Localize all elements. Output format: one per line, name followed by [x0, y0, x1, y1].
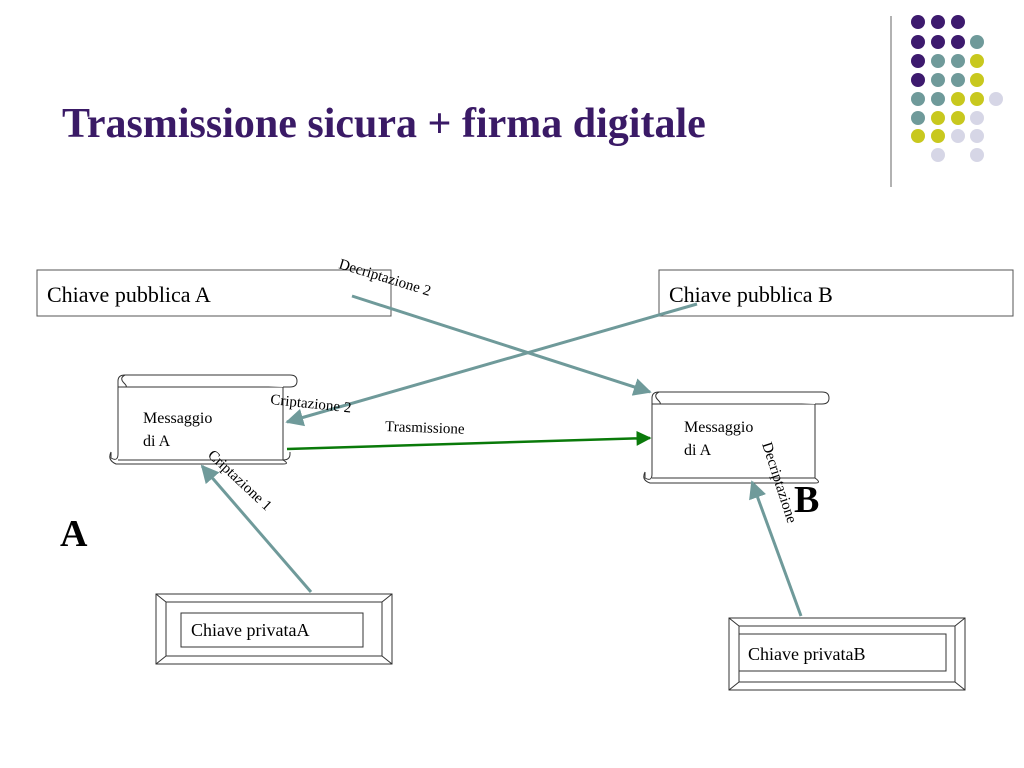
public-key-a-box: Chiave pubblica A	[36, 269, 392, 317]
slide-title: Trasmissione sicura + firma digitale	[62, 101, 706, 147]
message-a-line2: di A	[143, 433, 171, 450]
decorative-dot	[951, 54, 965, 68]
arrow-transmission	[286, 430, 652, 451]
party-b-letter: B	[794, 479, 819, 521]
arrow-decrypt-2	[351, 294, 652, 396]
message-scroll-a: Messaggio di A	[109, 374, 298, 465]
public-key-b-box: Chiave pubblica B	[658, 269, 1014, 317]
decorative-dot	[911, 54, 925, 68]
decorative-dot	[951, 15, 965, 29]
decorative-dot	[970, 148, 984, 162]
decorative-dot	[911, 73, 925, 87]
party-a-letter: A	[60, 513, 88, 555]
decorative-dot	[931, 148, 945, 162]
decorative-dot	[989, 92, 1003, 106]
decorative-dot	[951, 73, 965, 87]
decorative-dot	[970, 92, 984, 106]
decorative-dot	[970, 129, 984, 143]
decorative-dot	[931, 129, 945, 143]
decorative-dot	[951, 111, 965, 125]
arrow-encrypt-1	[200, 464, 313, 593]
decorative-dot	[911, 15, 925, 29]
decorative-dot	[911, 129, 925, 143]
label-transmission: Trasmissione	[385, 419, 465, 438]
message-scroll-b: Messaggio di A	[643, 391, 830, 484]
label-encrypt-2: Criptazione 2	[270, 392, 352, 416]
decorative-dot	[931, 54, 945, 68]
decorative-dot	[951, 35, 965, 49]
decorative-dot	[931, 73, 945, 87]
decorative-dot	[911, 92, 925, 106]
decorative-dot	[970, 54, 984, 68]
decorative-dot	[951, 92, 965, 106]
public-key-a-label: Chiave pubblica A	[47, 282, 211, 307]
decorative-dot	[970, 73, 984, 87]
private-key-b-label: Chiave privataB	[748, 644, 865, 664]
decorative-dot	[911, 35, 925, 49]
message-b-line2: di A	[684, 442, 712, 459]
decorative-dot	[911, 111, 925, 125]
private-key-a-label: Chiave privataA	[191, 620, 309, 640]
arrow-encrypt-2	[285, 302, 698, 427]
private-key-b-frame: Chiave privataB	[728, 617, 966, 691]
decorative-dot	[970, 111, 984, 125]
decorative-dot	[931, 111, 945, 125]
decorative-dot	[970, 35, 984, 49]
decorative-dot	[931, 35, 945, 49]
arrow-decrypt	[749, 480, 803, 617]
message-a-line1: Messaggio	[143, 410, 212, 427]
public-key-b-label: Chiave pubblica B	[669, 282, 833, 307]
decorative-dot	[931, 15, 945, 29]
message-b-line1: Messaggio	[684, 419, 753, 436]
decorative-dot	[951, 129, 965, 143]
private-key-a-frame: Chiave privataA	[155, 593, 393, 665]
decorative-dot	[931, 92, 945, 106]
